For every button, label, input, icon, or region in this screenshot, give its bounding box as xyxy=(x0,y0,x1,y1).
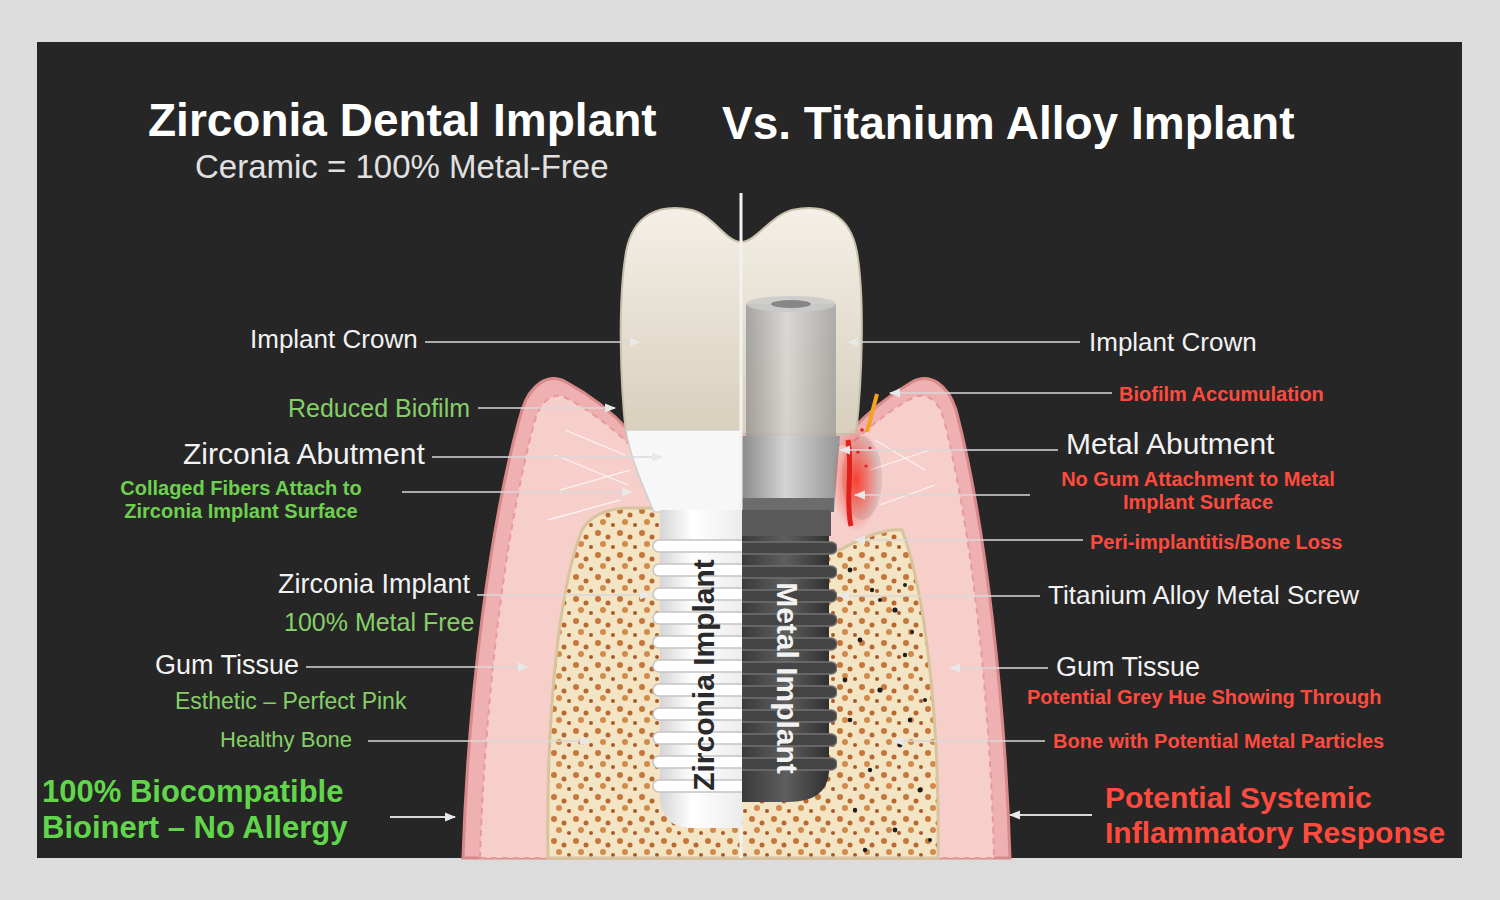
leader-line xyxy=(478,407,615,409)
leader-line xyxy=(368,740,590,742)
risk-note: Potential Grey Hue Showing Through xyxy=(1027,686,1381,709)
metal-particles xyxy=(843,568,932,853)
metal-implant: Metal Implant xyxy=(742,510,837,802)
zirconia-implant: Zirconia Implant xyxy=(652,510,742,828)
implant-label: Metal Implant xyxy=(771,582,804,774)
benefit-note: 100% Metal Free xyxy=(284,608,474,637)
risk-note: Biofilm Accumulation xyxy=(1119,383,1324,406)
leader-line xyxy=(477,594,650,596)
leader-line xyxy=(402,491,632,493)
subtitle-heading: Vs. Titanium Alloy Implant xyxy=(722,97,1295,150)
part-label: Implant Crown xyxy=(1089,328,1257,358)
leader-line xyxy=(950,667,1048,669)
benefit-note: Collaged Fibers Attach to Zirconia Impla… xyxy=(86,477,396,523)
leader-line xyxy=(848,341,1080,343)
leader-line xyxy=(425,341,640,343)
risk-note: Peri-implantitis/Bone Loss xyxy=(1090,531,1342,554)
part-label: Gum Tissue xyxy=(1056,652,1200,683)
leader-line xyxy=(306,666,528,668)
leader-line xyxy=(893,740,1045,742)
part-label: Zirconia Implant xyxy=(278,569,470,600)
jaw-bone xyxy=(548,508,938,858)
part-label: Gum Tissue xyxy=(155,650,299,681)
implant-label: Zirconia Implant xyxy=(687,559,720,791)
inflammation xyxy=(832,394,880,532)
benefit-note: Healthy Bone xyxy=(220,727,352,752)
leader-line xyxy=(890,392,1112,394)
risk-note: Bone with Potential Metal Particles xyxy=(1053,730,1384,753)
leader-line xyxy=(390,816,455,818)
zirconia-abutment xyxy=(626,430,741,512)
risk-note: No Gum Attachment to Metal Implant Surfa… xyxy=(1033,468,1363,514)
part-label: Titanium Alloy Metal Screw xyxy=(1048,581,1359,611)
risk-summary: Potential Systemic Inflammatory Response xyxy=(1105,781,1455,850)
leader-line xyxy=(855,539,1083,541)
part-label: Implant Crown xyxy=(250,325,418,355)
leader-line xyxy=(1010,814,1092,816)
diagram-title: Zirconia Dental Implant xyxy=(148,94,657,147)
leader-line xyxy=(840,449,1058,451)
part-label: Metal Abutment xyxy=(1066,427,1274,462)
metal-abutment xyxy=(741,296,840,512)
subtitle: Ceramic = 100% Metal-Free xyxy=(195,148,609,186)
leader-line xyxy=(855,494,1030,496)
part-label: Zirconia Abutment xyxy=(183,437,425,472)
benefit-note: Esthetic – Perfect Pink xyxy=(175,688,406,714)
leader-line xyxy=(432,456,662,458)
leader-line xyxy=(839,595,1040,597)
benefit-summary: 100% Biocompatible Bioinert – No Allergy xyxy=(42,774,387,845)
benefit-note: Reduced Biofilm xyxy=(288,394,470,423)
